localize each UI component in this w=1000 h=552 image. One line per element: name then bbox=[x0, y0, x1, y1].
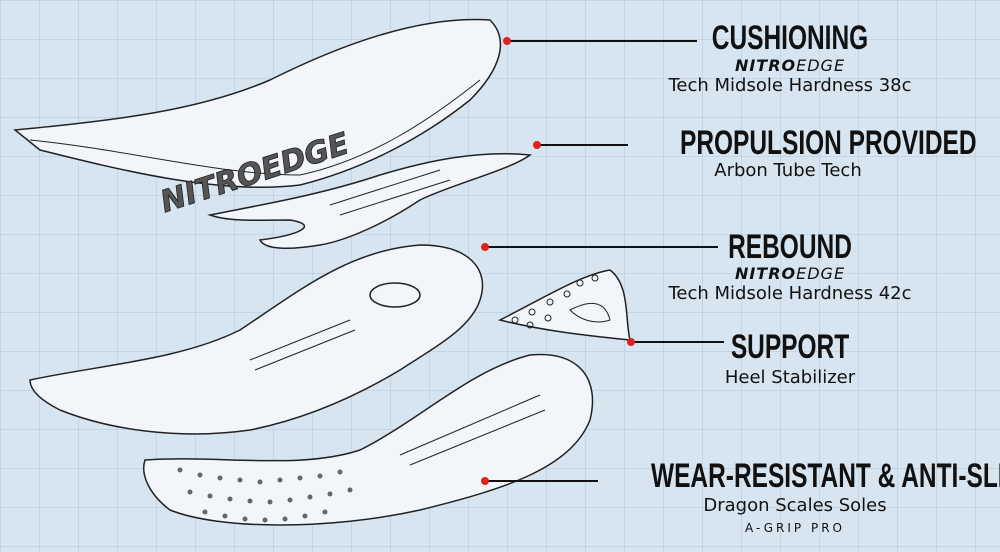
wear-dot bbox=[481, 477, 489, 485]
rebound-midsole-layer bbox=[29, 244, 484, 435]
rebound-dot bbox=[481, 243, 489, 251]
nitroedge-logo: NITROEDGE bbox=[640, 57, 940, 75]
leader-lines bbox=[485, 40, 724, 482]
agrip-pro-logo: A-GRIP PRO bbox=[745, 521, 845, 535]
outsole-tread-pattern bbox=[177, 467, 353, 523]
logo-bold-part: NITRO bbox=[734, 56, 797, 75]
heel-stabilizer-layer bbox=[497, 269, 631, 341]
logo-bold-part: NITRO bbox=[734, 264, 797, 283]
callout-cushioning: CUSHIONING NITROEDGE Tech Midsole Hardne… bbox=[640, 21, 940, 97]
callout-subtitle: Arbon Tube Tech bbox=[714, 160, 862, 181]
callout-title: SUPPORT bbox=[730, 328, 850, 366]
propulsion-plate-layer bbox=[207, 152, 532, 250]
callout-support: SUPPORT Heel Stabilizer bbox=[690, 330, 890, 389]
callout-title: PROPULSION PROVIDED bbox=[680, 124, 977, 162]
callout-title: WEAR-RESISTANT & ANTI-SLIP bbox=[651, 457, 1000, 495]
callout-wear-resistant: WEAR-RESISTANT & ANTI-SLIP Dragon Scales… bbox=[595, 457, 1000, 535]
support-dot bbox=[627, 338, 635, 346]
callout-propulsion: PROPULSION PROVIDED Arbon Tube Tech bbox=[638, 124, 977, 182]
cushioning-dot bbox=[503, 37, 511, 45]
propulsion-dot bbox=[533, 141, 541, 149]
callout-title: CUSHIONING bbox=[711, 19, 869, 57]
callout-subtitle: Tech Midsole Hardness 38c bbox=[668, 75, 912, 96]
callout-subtitle: Dragon Scales Soles bbox=[703, 495, 887, 516]
callout-subtitle: Tech Midsole Hardness 42c bbox=[668, 283, 912, 304]
nitroedge-logo: NITROEDGE bbox=[640, 265, 940, 283]
logo-light-part: EDGE bbox=[796, 264, 846, 283]
callout-rebound: REBOUND NITROEDGE Tech Midsole Hardness … bbox=[640, 230, 940, 305]
callout-subtitle: Heel Stabilizer bbox=[724, 367, 856, 388]
outsole-layer bbox=[143, 353, 594, 526]
logo-light-part: EDGE bbox=[796, 56, 846, 75]
top-midsole-layer bbox=[13, 18, 502, 188]
callout-title: REBOUND bbox=[728, 228, 852, 266]
